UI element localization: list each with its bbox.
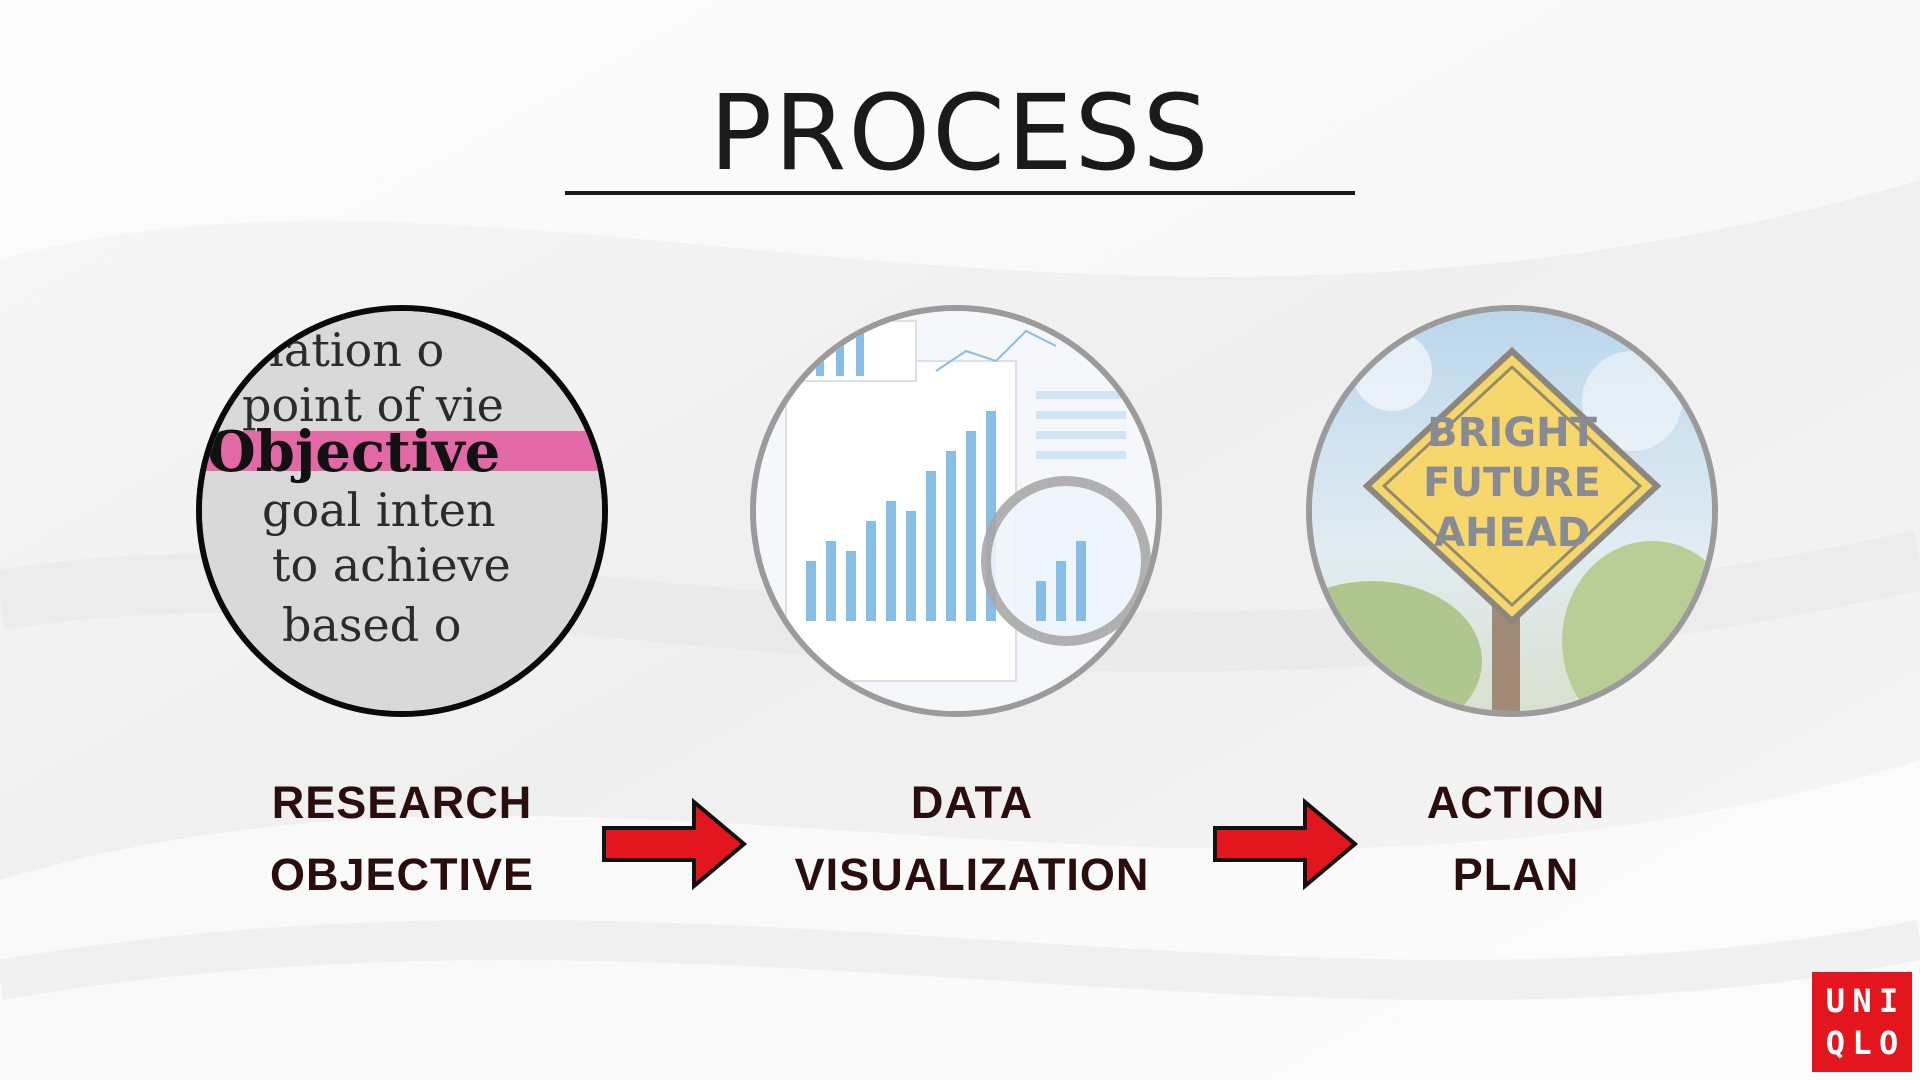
step-label-line: DATA: [910, 777, 1034, 828]
logo-letter: U: [1825, 982, 1845, 1020]
sign-word-ahead: AHEAD: [1434, 510, 1590, 556]
dictionary-word-5: to achieve: [272, 538, 511, 592]
right-arrow-icon: [602, 797, 748, 891]
dictionary-objective-photo-icon: elation o point of vie Objective goal in…: [202, 311, 602, 711]
sign-word-future: FUTURE: [1423, 460, 1601, 506]
logo-letter: L: [1852, 1024, 1872, 1062]
right-arrow-icon: [1213, 797, 1359, 891]
action-plan-image: BRIGHT FUTURE AHEAD: [1306, 305, 1718, 717]
step-label-line: OBJECTIVE: [269, 849, 535, 900]
dictionary-word-4: goal inten: [262, 483, 496, 537]
step-label-line: ACTION: [1426, 777, 1606, 828]
logo-letter: N: [1852, 982, 1872, 1020]
dictionary-word-6: based o: [282, 598, 461, 652]
data-visualization-image: [750, 305, 1162, 717]
page-title: PROCESS: [709, 72, 1211, 194]
dictionary-word-2: point of vie: [242, 378, 504, 432]
dictionary-word-3: Objective: [207, 419, 500, 485]
logo-letter: O: [1879, 1024, 1899, 1062]
step-label-data-visualization: DATA VISUALIZATION: [742, 767, 1202, 911]
uniqlo-logo: U N I Q L O: [1812, 972, 1912, 1072]
step-label-action-plan: ACTION PLAN: [1286, 767, 1746, 911]
research-objective-image: elation o point of vie Objective goal in…: [196, 305, 608, 717]
step-label-line: RESEARCH: [271, 777, 533, 828]
title-underline: [565, 191, 1355, 195]
charts-magnifier-photo-icon: [756, 311, 1156, 711]
step-label-line: PLAN: [1452, 849, 1580, 900]
road-sign-photo-icon: BRIGHT FUTURE AHEAD: [1312, 311, 1712, 711]
logo-letter: I: [1879, 982, 1899, 1020]
logo-letter: Q: [1825, 1024, 1845, 1062]
step-label-line: VISUALIZATION: [794, 849, 1150, 900]
sign-word-bright: BRIGHT: [1427, 410, 1597, 456]
step-label-research-objective: RESEARCH OBJECTIVE: [172, 767, 632, 911]
